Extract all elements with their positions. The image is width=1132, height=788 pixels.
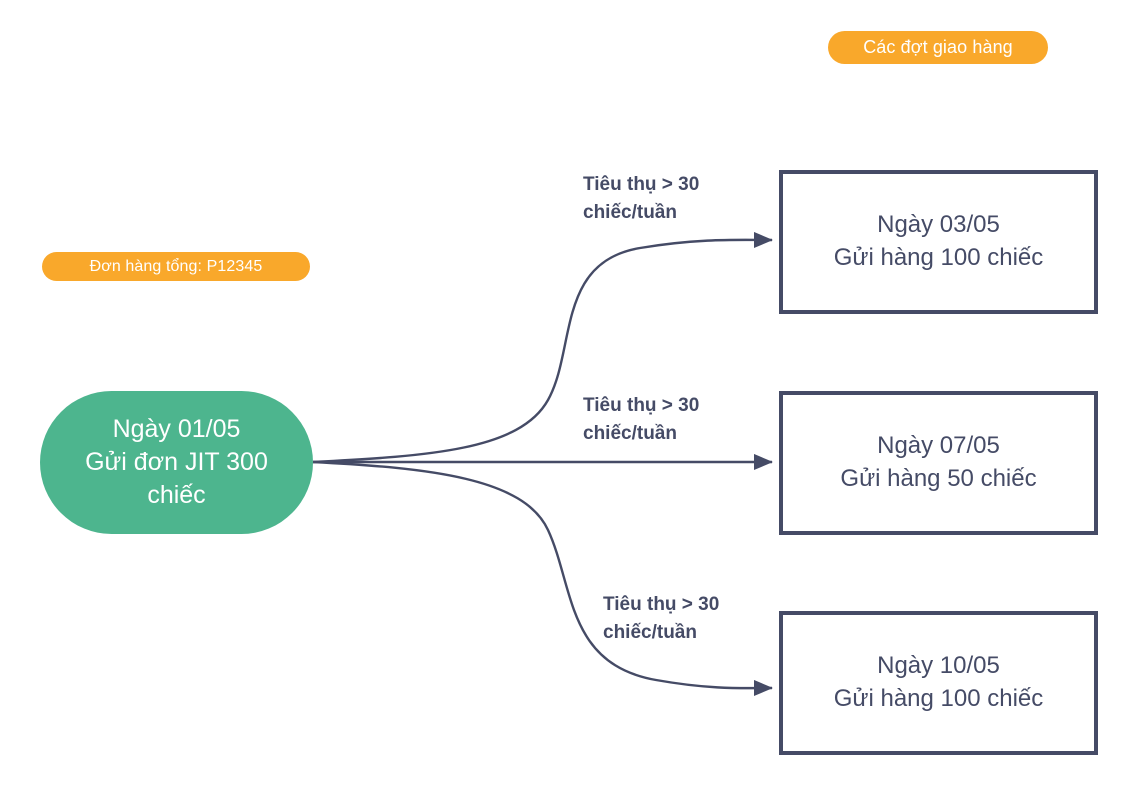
delivery-box-3[interactable]: Ngày 10/05 Gửi hàng 100 chiếc <box>779 611 1098 755</box>
delivery-box-1[interactable]: Ngày 03/05 Gửi hàng 100 chiếc <box>779 170 1098 314</box>
shipments-badge-label: Các đợt giao hàng <box>863 37 1013 57</box>
edge-path-1 <box>312 231 773 464</box>
source-node-line3: chiếc <box>147 481 206 509</box>
order-badge[interactable]: Đơn hàng tổng: P12345 <box>42 252 310 281</box>
edge-label-1: Tiêu thụ > 30 chiếc/tuần <box>583 171 699 226</box>
shipments-badge[interactable]: Các đợt giao hàng <box>828 31 1048 64</box>
order-badge-label: Đơn hàng tổng: P12345 <box>89 257 263 275</box>
delivery-box-2[interactable]: Ngày 07/05 Gửi hàng 50 chiếc <box>779 391 1098 535</box>
delivery-box-1-line1: Ngày 03/05 <box>877 211 1000 239</box>
edge-label-1-line1: Tiêu thụ > 30 <box>583 174 700 195</box>
delivery-box-3-line1: Ngày 10/05 <box>877 652 1000 680</box>
delivery-box-2-line1: Ngày 07/05 <box>877 432 1000 460</box>
edge-label-1-line2: chiếc/tuần <box>583 201 677 223</box>
edge-path-3 <box>312 460 773 697</box>
edge-label-3-line1: Tiêu thụ > 30 <box>603 594 720 615</box>
source-node-line1: Ngày 01/05 <box>112 415 241 443</box>
delivery-box-1-line2: Gửi hàng 100 chiếc <box>833 244 1044 271</box>
source-node-line2: Gửi đơn JIT 300 <box>85 448 268 476</box>
edge-label-2: Tiêu thụ > 30 chiếc/tuần <box>583 392 699 447</box>
edge-label-3: Tiêu thụ > 30 chiếc/tuần <box>603 591 719 646</box>
edge-label-2-line1: Tiêu thụ > 30 <box>583 395 700 416</box>
source-node[interactable]: Ngày 01/05 Gửi đơn JIT 300 chiếc <box>40 391 313 534</box>
edge-label-3-line2: chiếc/tuần <box>603 621 697 643</box>
delivery-box-3-line2: Gửi hàng 100 chiếc <box>833 685 1044 712</box>
edge-label-2-line2: chiếc/tuần <box>583 422 677 444</box>
delivery-box-2-line2: Gửi hàng 50 chiếc <box>840 465 1037 492</box>
